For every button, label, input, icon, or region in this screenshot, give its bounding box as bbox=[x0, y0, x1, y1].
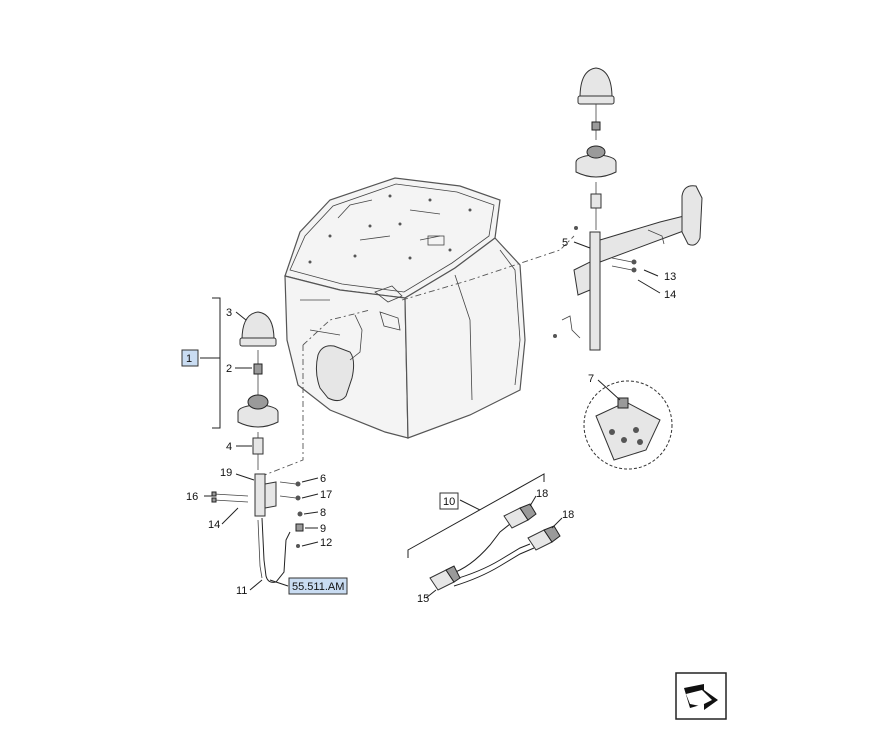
callout-5: 5 bbox=[562, 237, 568, 249]
callout-15: 15 bbox=[417, 593, 429, 605]
callout-11: 11 bbox=[236, 585, 247, 597]
next-page-arrow-icon[interactable] bbox=[675, 672, 727, 720]
cab-body bbox=[284, 177, 526, 439]
callout-18-upper: 18 bbox=[536, 488, 548, 500]
connector-15 bbox=[429, 565, 461, 591]
callout-18-lower: 18 bbox=[562, 509, 574, 521]
reference-box[interactable] bbox=[288, 577, 348, 595]
connector-18-lower bbox=[527, 525, 561, 551]
callout-17: 17 bbox=[320, 489, 332, 501]
callout-14-right: 14 bbox=[664, 289, 676, 301]
callout-7: 7 bbox=[588, 373, 594, 385]
callout-6: 6 bbox=[320, 473, 326, 485]
right-beacon-assembly bbox=[553, 67, 703, 351]
left-beacon-assembly bbox=[200, 297, 319, 591]
callout-12: 12 bbox=[320, 537, 332, 549]
callout-2: 2 bbox=[226, 363, 232, 375]
callout-13: 13 bbox=[664, 271, 676, 283]
wiring-harness bbox=[407, 473, 563, 599]
callout-4: 4 bbox=[226, 441, 232, 453]
callout-3: 3 bbox=[226, 307, 232, 319]
reference-label[interactable]: 55.511.AM bbox=[292, 581, 344, 593]
callout-14-left: 14 bbox=[208, 519, 220, 531]
callout-10-box bbox=[439, 492, 459, 510]
connector-18-upper bbox=[503, 503, 537, 529]
callout-1-box bbox=[181, 349, 199, 367]
callout-9: 9 bbox=[320, 523, 326, 535]
callout-1: 1 bbox=[186, 353, 192, 365]
callout-19: 19 bbox=[220, 467, 232, 479]
callout-labels: 1 3 2 4 19 16 14 6 17 8 9 12 11 55.511.A… bbox=[181, 237, 676, 605]
callout-10: 10 bbox=[443, 496, 455, 508]
detail-view-7 bbox=[583, 379, 673, 470]
callout-8: 8 bbox=[320, 507, 326, 519]
callout-16: 16 bbox=[186, 491, 198, 503]
